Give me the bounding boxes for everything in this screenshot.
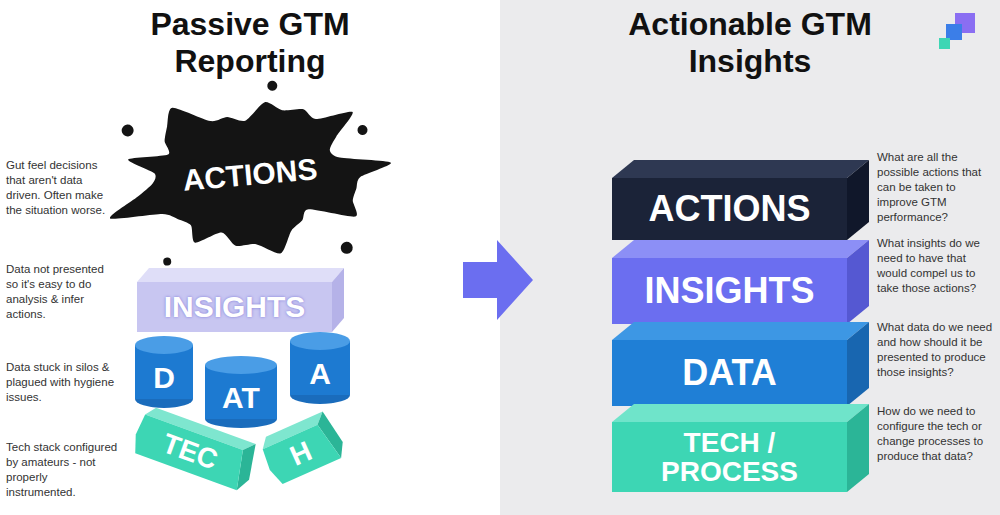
block-faces bbox=[612, 240, 869, 324]
node-label: INSIGHTS bbox=[644, 272, 814, 310]
stack-block: ACTIONS bbox=[612, 178, 847, 240]
node-label: ACTIONS bbox=[181, 153, 318, 196]
block-top bbox=[612, 322, 869, 340]
node-label: H bbox=[286, 436, 316, 471]
block-side bbox=[847, 160, 869, 240]
block-side bbox=[847, 404, 869, 492]
node-text-box: AT bbox=[205, 356, 277, 428]
block-front bbox=[137, 282, 332, 332]
node-label: A bbox=[309, 358, 331, 390]
node-text-box: TECH / PROCESS bbox=[612, 422, 847, 492]
block-faces bbox=[612, 322, 869, 406]
panel-title: Actionable GTM Insights bbox=[580, 6, 920, 80]
block-front bbox=[612, 422, 847, 492]
ink-drop bbox=[340, 241, 353, 254]
node-label: ACTIONS bbox=[649, 190, 811, 228]
node-label: TECH / PROCESS bbox=[622, 428, 837, 487]
shard-front bbox=[261, 421, 341, 486]
node-text-box: A bbox=[290, 332, 350, 404]
cylinder-top bbox=[290, 332, 350, 350]
question-text: What data do we need and how should it b… bbox=[877, 320, 995, 380]
panel-title: Passive GTM Reporting bbox=[80, 6, 420, 80]
ink-drop bbox=[267, 80, 278, 91]
block-top bbox=[612, 404, 869, 422]
block-front bbox=[612, 258, 847, 324]
node-text-box: ACTIONS bbox=[612, 178, 847, 240]
node-text-box: ACTIONS bbox=[134, 91, 366, 260]
question-text: What are all the possible actions that c… bbox=[877, 150, 995, 225]
block-faces bbox=[612, 160, 869, 240]
block-top bbox=[137, 268, 344, 282]
splat-shape: ACTIONS bbox=[134, 91, 366, 260]
note-text: Data stuck in silos & plagued with hygie… bbox=[6, 360, 118, 405]
block-faces bbox=[137, 268, 344, 332]
cylinder-top bbox=[135, 336, 193, 354]
stack-block: INSIGHTS bbox=[612, 258, 847, 324]
ink-drop bbox=[163, 257, 172, 266]
block-side bbox=[847, 322, 869, 406]
right-panel bbox=[500, 0, 1000, 515]
block-side bbox=[847, 240, 869, 324]
node-label: INSIGHTS bbox=[164, 291, 306, 323]
node-text-box: INSIGHTS bbox=[137, 282, 332, 332]
shard-front bbox=[130, 414, 251, 491]
ink-drop bbox=[357, 125, 368, 136]
note-text: Gut feel decisions that aren't data driv… bbox=[6, 158, 118, 218]
data-cylinder: D bbox=[135, 336, 193, 408]
translucent-block: INSIGHTS bbox=[137, 282, 332, 332]
ink-splat bbox=[101, 89, 398, 268]
stack-block: DATA bbox=[612, 340, 847, 406]
cylinder-top bbox=[205, 356, 277, 374]
block-top bbox=[612, 160, 869, 178]
data-cylinder: A bbox=[290, 332, 350, 404]
node-label: AT bbox=[222, 382, 260, 414]
node-text-box: DATA bbox=[612, 340, 847, 406]
node-label: DATA bbox=[682, 354, 777, 392]
node-text-box: INSIGHTS bbox=[612, 258, 847, 324]
note-text: Tech stack configured by amateurs - not … bbox=[6, 440, 118, 500]
block-top bbox=[612, 240, 869, 258]
node-text-box: D bbox=[135, 336, 193, 408]
question-text: What insights do we need to have that wo… bbox=[877, 236, 995, 296]
question-text: How do we need to configure the tech or … bbox=[877, 404, 995, 464]
logo-square bbox=[939, 38, 950, 49]
ink-drop bbox=[121, 124, 134, 137]
stack-block: TECH / PROCESS bbox=[612, 422, 847, 492]
logo-square bbox=[946, 24, 962, 40]
block-side bbox=[332, 268, 344, 332]
block-faces bbox=[612, 404, 869, 492]
data-cylinder: AT bbox=[205, 356, 277, 428]
block-front bbox=[612, 178, 847, 240]
block-front bbox=[612, 340, 847, 406]
note-text: Data not presented so it's easy to do an… bbox=[6, 262, 118, 322]
broken-tech-piece: H bbox=[263, 422, 340, 485]
node-label: D bbox=[153, 362, 175, 394]
transition-arrow bbox=[463, 240, 533, 320]
